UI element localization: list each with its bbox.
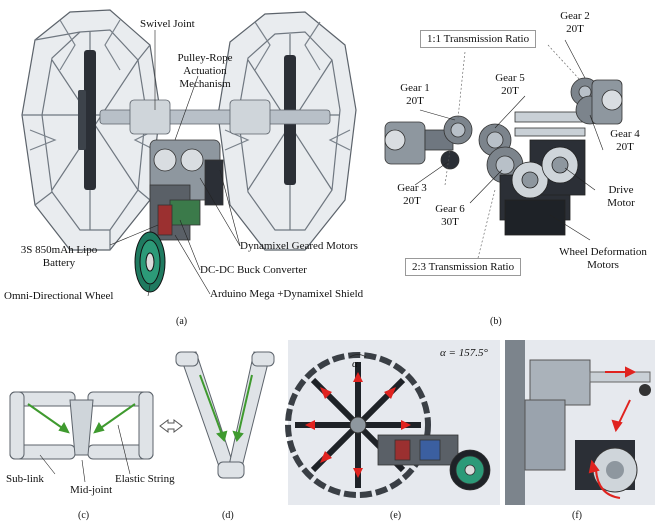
label-elastic-string: Elastic String [115,473,175,485]
label-alpha: α [352,358,358,370]
label-gear4-teeth: 20T [616,141,634,153]
caption-e: (e) [390,510,402,521]
left-wheel-motors [78,50,96,190]
label-gear1-teeth: 20T [406,95,424,107]
label-gear5-teeth: 20T [501,85,519,97]
label-gear5-name: Gear 5 [495,72,525,84]
label-gear3-name: Gear 3 [397,182,427,194]
panel-b-guides [414,39,604,259]
label-gear4-name: Gear 4 [610,128,640,140]
panel-d-illustration [175,351,275,479]
label-gear6: Gear 6 30T [428,203,472,229]
caption-f: (f) [572,510,582,521]
panel-a-leaders [109,30,241,297]
caption-d: (d) [222,510,234,521]
label-drive-motor: Drive Motor [596,184,646,210]
label-pulley-rope-line2: Actuation [183,65,227,77]
label-gear6-name: Gear 6 [435,203,465,215]
label-omni-wheel: Omni-Directional Wheel [4,290,114,302]
label-gear1: Gear 1 20T [395,82,435,108]
label-gear3-teeth: 20T [403,195,421,207]
label-wheel-deformation-line1: Wheel Deformation [559,246,647,258]
panel-e-illustration [285,340,500,505]
panel-a-illustration [21,9,357,297]
label-gear4: Gear 4 20T [600,128,650,154]
caption-a: (a) [176,316,188,327]
label-battery-line1: 3S 850mAh Lipo [20,244,98,256]
label-pulley-rope: Pulley-Rope Actuation Mechanism [170,52,240,91]
caption-c: (c) [78,510,90,521]
label-gear2-teeth: 20T [566,23,584,35]
label-pulley-rope-line1: Pulley-Rope [177,52,233,64]
caption-b: (b) [490,316,502,327]
label-gear1-name: Gear 1 [400,82,430,94]
label-drive-motor-line1: Drive [608,184,634,196]
drive-and-deformation-motors [499,139,586,236]
panel-b-illustration [384,39,623,259]
label-ratio-1-1: 1:1 Transmission Ratio [420,30,537,48]
label-battery-line2: Battery [42,257,76,269]
panel-c-illustration [9,391,154,483]
omni-wheel [134,231,166,293]
center-body [149,139,224,241]
transform-double-arrow [159,419,183,433]
label-mid-joint: Mid-joint [70,484,113,496]
central-axle [99,99,331,135]
gearbox-left [384,115,473,170]
gearbox-right [570,77,623,125]
label-buck-converter: DC-DC Buck Converter [200,264,307,276]
label-battery: 3S 850mAh Lipo Battery [4,244,114,270]
label-gear2-name: Gear 2 [560,10,590,22]
label-ratio-2-3: 2:3 Transmission Ratio [405,258,522,276]
label-arduino: Arduino Mega +Dynamixel Shield [210,288,364,300]
label-drive-motor-line2: Motor [607,197,635,209]
label-gear2: Gear 2 20T [550,10,600,36]
label-swivel-joint: Swivel Joint [140,18,195,30]
label-alpha-value: α = 157.5° [440,347,488,359]
label-wheel-deformation: Wheel Deformation Motors [550,246,656,272]
label-pulley-rope-line3: Mechanism [179,78,231,90]
label-sub-link: Sub-link [6,473,44,485]
label-gear5: Gear 5 20T [488,72,532,98]
label-dynamixel-motors: Dynamixel Geared Motors [240,240,358,252]
label-wheel-deformation-line2: Motors [587,259,619,271]
label-gear6-teeth: 30T [441,216,459,228]
label-gear3: Gear 3 20T [392,182,432,208]
panel-f-illustration [505,340,655,505]
